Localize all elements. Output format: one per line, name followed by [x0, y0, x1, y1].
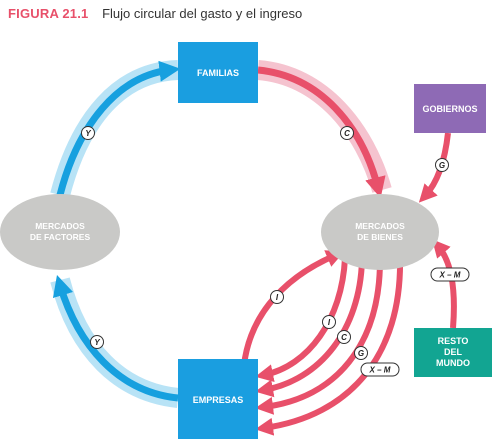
tag-i-left: I [270, 290, 284, 304]
tag-i-left-text: I [276, 293, 279, 302]
netexport-flow-right [432, 239, 457, 329]
income-halo-bottom [50, 277, 180, 408]
bienes-label-line1: MERCADOS [355, 221, 405, 231]
consumption-halo [256, 60, 392, 193]
mercados-factores-oval [0, 194, 120, 270]
bienes-label-line2: DE BIENES [357, 232, 403, 242]
empresas-label: EMPRESAS [193, 395, 244, 405]
tag-i-mid-text: I [328, 318, 331, 327]
consumption-flow-top [257, 66, 386, 199]
familias-label: FAMILIAS [197, 68, 239, 78]
resto-label-line1: RESTO [438, 336, 469, 346]
income-flow-top [56, 60, 181, 196]
government-flow-mid [255, 259, 383, 415]
tag-g-top: G [435, 158, 449, 172]
resto-mundo-box [414, 328, 492, 377]
tag-c-top: C [340, 126, 354, 140]
consumption-flow-mid [255, 259, 365, 398]
tag-c-top-text: C [344, 129, 350, 138]
tag-y-bottom: Y [90, 335, 104, 349]
tag-xm-right: X – M [430, 267, 470, 282]
investment-flow-mid [255, 257, 348, 383]
tag-y-bottom-text: Y [94, 338, 100, 347]
tag-c-mid: C [337, 330, 351, 344]
tag-y-top-text: Y [85, 129, 91, 138]
gobiernos-label: GOBIERNOS [422, 104, 477, 114]
figure-title: Flujo circular del gasto y el ingreso [102, 6, 303, 21]
tag-g-top-text: G [439, 161, 445, 170]
familias-box [178, 42, 258, 103]
tag-g-mid: G [354, 346, 368, 360]
tag-c-mid-text: C [341, 333, 347, 342]
tag-xm-mid-text: X – M [369, 366, 391, 375]
factores-label-line1: MERCADOS [35, 221, 85, 231]
factores-label-line2: DE FACTORES [30, 232, 91, 242]
figure-number: FIGURA 21.1 [8, 6, 89, 21]
gobiernos-box [414, 84, 486, 133]
tag-y-top: Y [81, 126, 95, 140]
empresas-box [178, 359, 258, 439]
tag-i-mid: I [322, 315, 336, 329]
figure-caption: FIGURA 21.1 Flujo circular del gasto y e… [8, 6, 302, 21]
tag-xm-mid: X – M [360, 362, 400, 377]
resto-label-line3: MUNDO [436, 358, 470, 368]
resto-label-line2: DEL [444, 347, 463, 357]
mercados-bienes-oval [321, 194, 439, 270]
income-flow-bottom [52, 274, 179, 402]
tag-g-mid-text: G [358, 349, 364, 358]
tag-xm-right-text: X – M [439, 271, 461, 280]
